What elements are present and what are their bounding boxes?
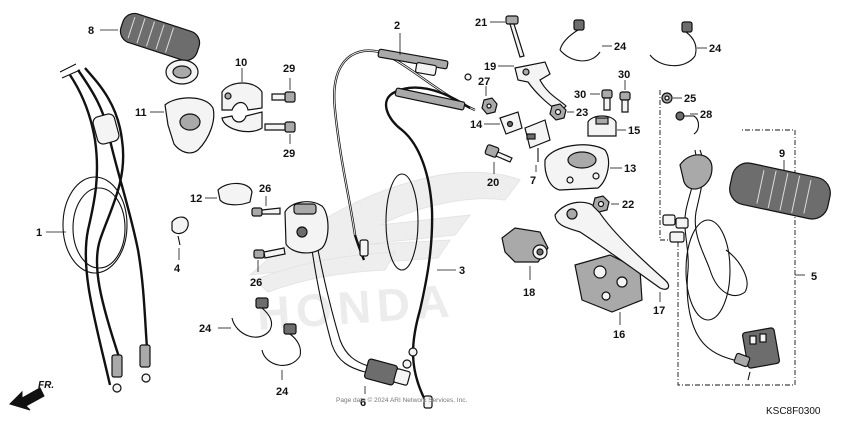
callout-2[interactable]: 2 (394, 20, 400, 32)
band-24-top-center[interactable] (559, 19, 601, 62)
callout-16[interactable]: 16 (613, 329, 625, 341)
screw-27[interactable] (481, 97, 498, 115)
wire-harness[interactable] (662, 149, 781, 381)
callout-5[interactable]: 5 (811, 271, 817, 283)
clutch-lever-bracket[interactable] (544, 144, 610, 191)
callout-8[interactable]: 8 (88, 25, 94, 37)
callout-23[interactable]: 23 (576, 107, 588, 119)
clutch-cable-3[interactable] (384, 86, 471, 409)
band-24-top-right[interactable] (649, 21, 697, 67)
kill-switch-body[interactable] (284, 201, 329, 254)
callout-12[interactable]: 12 (190, 193, 202, 205)
screw-30-right[interactable] (619, 91, 631, 113)
copyright-footer: Page data © 2024 ARI Network Services, I… (336, 396, 467, 404)
callout-29-upper[interactable]: 29 (283, 63, 295, 75)
callout-24-top-center[interactable]: 24 (614, 41, 627, 53)
callout-22[interactable]: 22 (622, 199, 634, 211)
clip-28[interactable] (675, 111, 700, 135)
callout-9[interactable]: 9 (779, 148, 785, 160)
front-direction-arrow (9, 387, 45, 411)
callout-15[interactable]: 15 (628, 125, 640, 137)
callout-17[interactable]: 17 (653, 305, 665, 317)
wire-harness-box (659, 90, 796, 386)
switch-mount-plate[interactable] (499, 111, 523, 135)
callout-6[interactable]: 6 (360, 397, 366, 409)
clutch-lever[interactable] (554, 201, 670, 290)
screw-20[interactable] (484, 144, 513, 163)
screw-30-left[interactable] (601, 89, 613, 111)
callout-11[interactable]: 11 (135, 107, 147, 119)
band-24-bottom-left-1[interactable] (231, 297, 273, 338)
callout-4[interactable]: 4 (174, 263, 181, 275)
callout-7[interactable]: 7 (530, 175, 536, 187)
bolt-25[interactable] (661, 92, 673, 104)
callout-24-top-right[interactable]: 24 (709, 43, 722, 55)
callout-10[interactable]: 10 (235, 57, 247, 69)
callout-18[interactable]: 18 (523, 287, 535, 299)
diagram-code: KSC8F0300 (766, 406, 821, 417)
bolt-29-lower[interactable] (264, 121, 296, 133)
clutch-cable-2[interactable] (333, 48, 476, 261)
throttle-housing-lower[interactable] (164, 97, 215, 154)
throttle-cable-assembly[interactable] (59, 63, 151, 393)
cable-adjuster[interactable] (501, 227, 549, 263)
left-handlebar-grip[interactable] (117, 10, 202, 85)
lever-switch-body[interactable] (574, 254, 643, 313)
callout-1[interactable]: 1 (36, 227, 42, 239)
screw-26-lower[interactable] (253, 247, 286, 259)
callout-30-left[interactable]: 30 (574, 89, 586, 101)
front-marker-label: FR. (38, 380, 54, 391)
callout-26-upper[interactable]: 26 (259, 183, 271, 195)
callout-30-right[interactable]: 30 (618, 69, 630, 81)
clutch-switch[interactable] (524, 119, 551, 162)
callout-24-bottom-left-2[interactable]: 24 (276, 386, 289, 398)
cable-guide[interactable] (217, 182, 253, 206)
callout-24-bottom-left-1[interactable]: 24 (199, 323, 212, 335)
nut-23[interactable] (549, 103, 567, 121)
lever-perch[interactable] (514, 61, 567, 113)
callout-14[interactable]: 14 (470, 119, 483, 131)
cable-clamp[interactable] (171, 216, 189, 246)
right-handlebar-grip[interactable] (727, 160, 834, 222)
callout-19[interactable]: 19 (484, 61, 496, 73)
callout-29-lower[interactable]: 29 (283, 148, 295, 160)
callout-20[interactable]: 20 (487, 177, 499, 189)
callout-21[interactable]: 21 (475, 17, 487, 29)
callout-25[interactable]: 25 (684, 93, 696, 105)
bolt-29-upper[interactable] (271, 91, 296, 103)
callout-26-lower[interactable]: 26 (250, 277, 262, 289)
throttle-housing-upper[interactable] (221, 82, 263, 133)
switch-wire-connector[interactable] (311, 249, 411, 386)
band-24-bottom-left-2[interactable] (261, 323, 302, 366)
pivot-bolt[interactable] (505, 15, 525, 58)
lever-holder[interactable] (587, 115, 617, 137)
nut-22[interactable] (592, 195, 610, 213)
callout-27[interactable]: 27 (478, 76, 490, 88)
callout-13[interactable]: 13 (624, 163, 636, 175)
callout-28[interactable]: 28 (700, 109, 712, 121)
callout-3[interactable]: 3 (459, 265, 465, 277)
screw-26-upper[interactable] (251, 207, 281, 217)
